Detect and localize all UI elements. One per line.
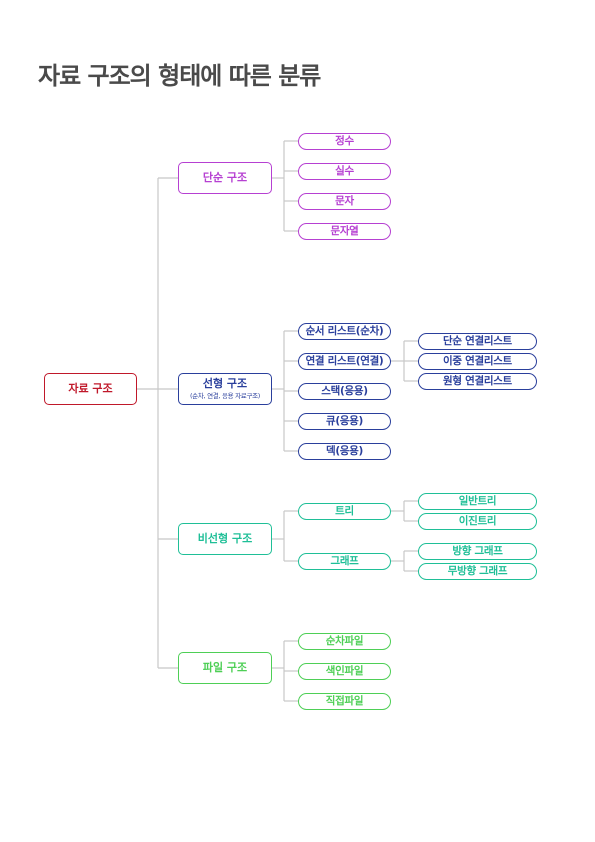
graph-item: 방향 그래프 xyxy=(418,543,537,560)
nonlinear-item: 그래프 xyxy=(298,553,391,570)
linear-structure-sublabel: (순차, 연결, 응용 자료구조) xyxy=(189,391,261,400)
linked-list-item: 원형 연결리스트 xyxy=(418,373,537,390)
file-item: 직접파일 xyxy=(298,693,391,710)
linked-list-item: 단순 연결리스트 xyxy=(418,333,537,350)
file-item: 색인파일 xyxy=(298,663,391,680)
nonlinear-structure-label: 비선형 구조 xyxy=(197,531,253,545)
linear-item: 순서 리스트(순차) xyxy=(298,323,391,340)
root-label: 자료 구조 xyxy=(68,381,113,395)
root-node: 자료 구조 xyxy=(44,373,137,405)
tree-item: 이진트리 xyxy=(418,513,537,530)
linear-structure-label: 선형 구조 xyxy=(202,376,248,390)
page-title: 자료 구조의 형태에 따른 분류 xyxy=(38,62,321,90)
linear-item: 큐(응용) xyxy=(298,413,391,430)
linear-item: 스택(응용) xyxy=(298,383,391,400)
linear-item: 덱(응용) xyxy=(298,443,391,460)
graph-item: 무방향 그래프 xyxy=(418,563,537,580)
simple-structure-label: 단순 구조 xyxy=(202,170,248,184)
simple-item: 실수 xyxy=(298,163,391,180)
tree-item: 일반트리 xyxy=(418,493,537,510)
file-item: 순차파일 xyxy=(298,633,391,650)
simple-structure-node: 단순 구조 xyxy=(178,162,272,194)
linear-item: 연결 리스트(연결) xyxy=(298,353,391,370)
file-structure-node: 파일 구조 xyxy=(178,652,272,684)
nonlinear-structure-node: 비선형 구조 xyxy=(178,523,272,555)
linear-structure-node: 선형 구조 (순차, 연결, 응용 자료구조) xyxy=(178,373,272,405)
nonlinear-item: 트리 xyxy=(298,503,391,520)
linked-list-item: 이중 연결리스트 xyxy=(418,353,537,370)
simple-item: 문자 xyxy=(298,193,391,210)
file-structure-label: 파일 구조 xyxy=(202,660,248,674)
simple-item: 문자열 xyxy=(298,223,391,240)
simple-item: 정수 xyxy=(298,133,391,150)
